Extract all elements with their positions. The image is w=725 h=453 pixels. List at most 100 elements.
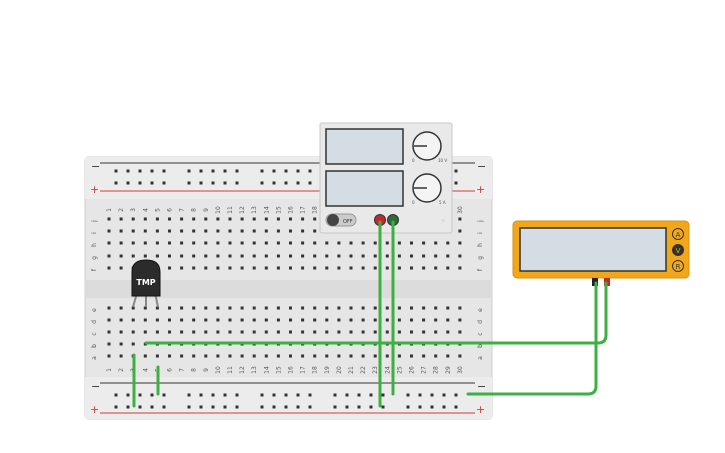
breadboard-hole[interactable] bbox=[240, 217, 244, 221]
breadboard-hole[interactable] bbox=[223, 181, 227, 185]
breadboard-hole[interactable] bbox=[422, 266, 426, 270]
breadboard-hole[interactable] bbox=[155, 241, 159, 245]
breadboard-hole[interactable] bbox=[168, 354, 171, 358]
breadboard-hole[interactable] bbox=[458, 241, 462, 245]
breadboard-hole[interactable] bbox=[385, 354, 389, 358]
breadboard-hole[interactable] bbox=[252, 217, 256, 221]
breadboard-hole[interactable] bbox=[252, 241, 256, 245]
breadboard-hole[interactable] bbox=[410, 241, 413, 245]
breadboard-hole[interactable] bbox=[385, 241, 389, 245]
breadboard-hole[interactable] bbox=[192, 254, 196, 258]
breadboard-hole[interactable] bbox=[260, 181, 264, 185]
breadboard-hole[interactable] bbox=[434, 318, 438, 322]
breadboard-hole[interactable] bbox=[337, 306, 341, 310]
breadboard-hole[interactable] bbox=[296, 393, 300, 397]
breadboard-hole[interactable] bbox=[284, 405, 288, 409]
breadboard-hole[interactable] bbox=[397, 306, 401, 310]
breadboard-hole[interactable] bbox=[216, 330, 220, 334]
breadboard-hole[interactable] bbox=[240, 241, 244, 245]
breadboard-hole[interactable] bbox=[337, 241, 341, 245]
breadboard-hole[interactable] bbox=[252, 306, 256, 310]
breadboard-hole[interactable] bbox=[313, 254, 317, 258]
breadboard-hole[interactable] bbox=[228, 306, 232, 310]
breadboard-hole[interactable] bbox=[430, 393, 434, 397]
breadboard-hole[interactable] bbox=[301, 330, 305, 334]
breadboard-hole[interactable] bbox=[143, 241, 147, 245]
breadboard-hole[interactable] bbox=[349, 318, 353, 322]
breadboard-hole[interactable] bbox=[458, 330, 462, 334]
breadboard-hole[interactable] bbox=[410, 354, 413, 358]
breadboard-hole[interactable] bbox=[301, 229, 305, 233]
breadboard-hole[interactable] bbox=[385, 330, 389, 334]
breadboard-hole[interactable] bbox=[138, 393, 142, 397]
breadboard-hole[interactable] bbox=[252, 354, 256, 358]
breadboard-hole[interactable] bbox=[301, 318, 305, 322]
breadboard-hole[interactable] bbox=[228, 266, 232, 270]
breadboard-hole[interactable] bbox=[252, 229, 256, 233]
breadboard-hole[interactable] bbox=[349, 306, 353, 310]
breadboard-hole[interactable] bbox=[458, 318, 462, 322]
breadboard-hole[interactable] bbox=[168, 318, 171, 322]
wires[interactable] bbox=[132, 220, 608, 408]
breadboard-hole[interactable] bbox=[313, 266, 317, 270]
breadboard-hole[interactable] bbox=[272, 181, 276, 185]
breadboard-hole[interactable] bbox=[422, 306, 426, 310]
breadboard-hole[interactable] bbox=[240, 318, 244, 322]
breadboard-hole[interactable] bbox=[313, 306, 317, 310]
breadboard-hole[interactable] bbox=[313, 241, 317, 245]
breadboard-hole[interactable] bbox=[216, 229, 220, 233]
breadboard-hole[interactable] bbox=[131, 217, 135, 221]
breadboard-hole[interactable] bbox=[289, 318, 292, 322]
breadboard-hole[interactable] bbox=[235, 169, 239, 173]
breadboard-hole[interactable] bbox=[264, 254, 268, 258]
breadboard-hole[interactable] bbox=[434, 354, 438, 358]
breadboard-hole[interactable] bbox=[131, 254, 135, 258]
multimeter[interactable]: A V R bbox=[512, 220, 690, 286]
breadboard-hole[interactable] bbox=[289, 217, 292, 221]
breadboard-hole[interactable] bbox=[454, 181, 458, 185]
breadboard-hole[interactable] bbox=[410, 330, 413, 334]
breadboard-hole[interactable] bbox=[276, 318, 280, 322]
breadboard-hole[interactable] bbox=[357, 393, 361, 397]
breadboard-hole[interactable] bbox=[325, 330, 329, 334]
breadboard-hole[interactable] bbox=[211, 393, 215, 397]
breadboard-hole[interactable] bbox=[381, 393, 385, 397]
breadboard-hole[interactable] bbox=[204, 241, 208, 245]
breadboard-hole[interactable] bbox=[228, 217, 232, 221]
breadboard-hole[interactable] bbox=[361, 330, 365, 334]
breadboard-hole[interactable] bbox=[119, 229, 123, 233]
breadboard-hole[interactable] bbox=[369, 405, 373, 409]
breadboard-hole[interactable] bbox=[333, 405, 337, 409]
breadboard-hole[interactable] bbox=[168, 254, 171, 258]
breadboard-hole[interactable] bbox=[107, 342, 111, 346]
breadboard-hole[interactable] bbox=[446, 306, 450, 310]
breadboard-hole[interactable] bbox=[235, 405, 239, 409]
breadboard-hole[interactable] bbox=[131, 229, 135, 233]
breadboard-hole[interactable] bbox=[361, 254, 365, 258]
breadboard-hole[interactable] bbox=[397, 330, 401, 334]
breadboard-hole[interactable] bbox=[131, 306, 135, 310]
breadboard-hole[interactable] bbox=[373, 354, 377, 358]
breadboard-hole[interactable] bbox=[264, 354, 268, 358]
breadboard-hole[interactable] bbox=[143, 254, 147, 258]
breadboard-hole[interactable] bbox=[192, 318, 196, 322]
breadboard-hole[interactable] bbox=[434, 241, 438, 245]
breadboard-hole[interactable] bbox=[289, 330, 292, 334]
breadboard-hole[interactable] bbox=[385, 254, 389, 258]
breadboard-hole[interactable] bbox=[361, 318, 365, 322]
breadboard-hole[interactable] bbox=[349, 354, 353, 358]
breadboard-hole[interactable] bbox=[325, 254, 329, 258]
breadboard-hole[interactable] bbox=[406, 405, 410, 409]
breadboard-hole[interactable] bbox=[361, 266, 365, 270]
breadboard-hole[interactable] bbox=[131, 241, 135, 245]
breadboard-hole[interactable] bbox=[192, 306, 196, 310]
breadboard-hole[interactable] bbox=[211, 181, 215, 185]
breadboard-hole[interactable] bbox=[454, 393, 458, 397]
breadboard-hole[interactable] bbox=[211, 405, 215, 409]
breadboard-hole[interactable] bbox=[361, 241, 365, 245]
breadboard-hole[interactable] bbox=[223, 169, 227, 173]
breadboard-hole[interactable] bbox=[143, 229, 147, 233]
breadboard-hole[interactable] bbox=[289, 306, 292, 310]
breadboard-hole[interactable] bbox=[119, 241, 123, 245]
